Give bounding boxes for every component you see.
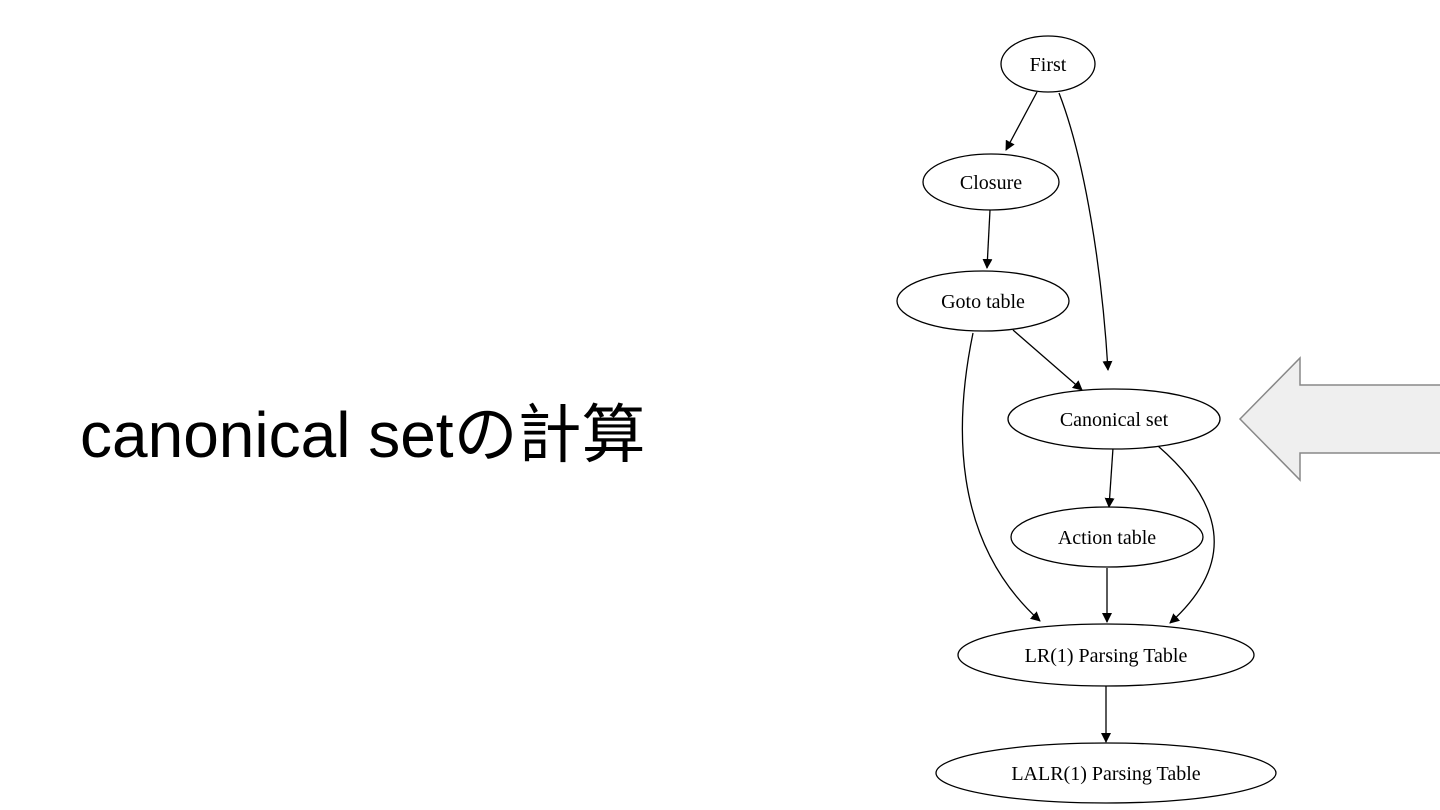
node-lr1-parsing-table-label: LR(1) Parsing Table [1025,645,1188,667]
edge-closure-goto [982,209,993,269]
edge-goto-lr1 [961,332,1041,622]
node-lr1-parsing-table: LR(1) Parsing Table [957,623,1255,687]
edge-first-closure [1005,91,1038,151]
highlight-arrow-icon [1238,356,1440,482]
node-closure-label: Closure [960,172,1022,194]
edge-canonical-action [1104,447,1115,508]
edge-canonical-lr1 [1157,445,1215,624]
node-canonical-set-label: Canonical set [1060,409,1169,431]
node-canonical-set: Canonical set [1007,388,1221,450]
node-lalr1-parsing-table: LALR(1) Parsing Table [935,742,1277,804]
node-first: First [1000,35,1096,93]
node-lalr1-parsing-table-label: LALR(1) Parsing Table [1011,763,1200,785]
node-closure: Closure [922,153,1060,211]
node-action-table-label: Action table [1058,527,1156,549]
node-action-table: Action table [1010,506,1204,568]
node-goto-table-label: Goto table [941,291,1025,313]
edge-first-canonical [1058,92,1113,371]
slide-title: canonical setの計算 [80,399,646,471]
node-first-label: First [1030,54,1067,76]
node-goto-table: Goto table [896,270,1070,332]
edge-goto-canonical [1012,329,1083,391]
